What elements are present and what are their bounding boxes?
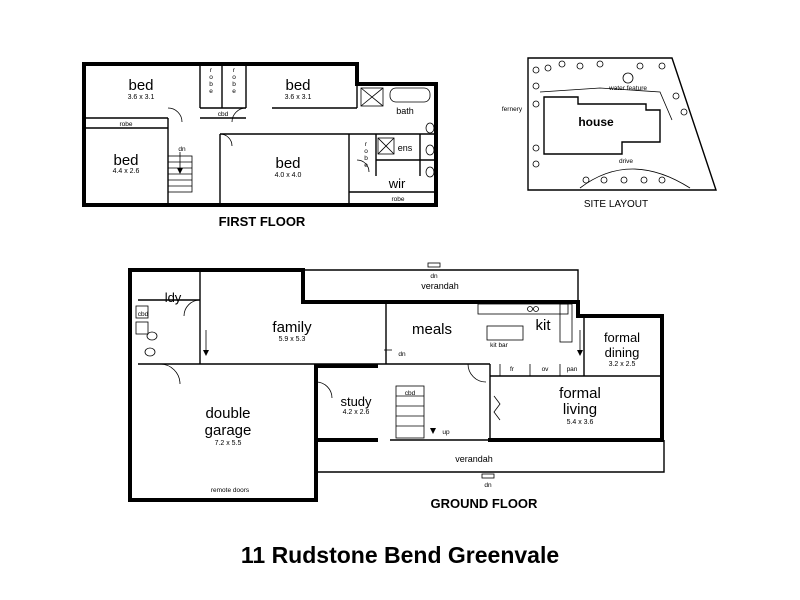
site-layout-plan: house water feature fernery drive SITE L… bbox=[502, 57, 717, 210]
room-formal-dining-dims: 3.2 x 2.5 bbox=[609, 361, 636, 368]
cbd-label-ldy: cbd bbox=[138, 311, 149, 318]
robe-label-wir: robe bbox=[391, 196, 404, 203]
first-floor-plan: bed 3.6 x 3.1 bed 3.6 x 3.1 bed 4.4 x 2.… bbox=[82, 62, 438, 229]
room-bed-4-name: bed bbox=[275, 155, 300, 172]
room-study-dims: 4.2 x 2.6 bbox=[343, 409, 370, 416]
up-label-stairs: up bbox=[442, 429, 450, 436]
first-floor-title: FIRST FLOOR bbox=[219, 214, 306, 229]
room-ldy-name: ldy bbox=[165, 290, 182, 305]
cbd-label-first-floor: cbd bbox=[218, 111, 229, 118]
room-study-name: study bbox=[340, 394, 372, 409]
room-bed-1-dims: 3.6 x 3.1 bbox=[128, 94, 155, 101]
room-bed-2-dims: 3.6 x 3.1 bbox=[285, 94, 312, 101]
fr-label: fr bbox=[510, 366, 515, 373]
site-fernery-label: fernery bbox=[502, 106, 523, 113]
ground-floor-stairs bbox=[395, 385, 436, 439]
kit-bar-label: kit bar bbox=[490, 342, 509, 349]
verandah-label-rear: verandah bbox=[421, 281, 459, 291]
room-ens-name: ens bbox=[398, 143, 413, 153]
property-address: 11 Rudstone Bend Greenvale bbox=[241, 542, 559, 568]
first-floor-stairs bbox=[167, 152, 193, 193]
site-drive-label: drive bbox=[619, 158, 633, 165]
dn-label-first-floor: dn bbox=[178, 146, 186, 153]
room-family-dims: 5.9 x 5.3 bbox=[279, 336, 306, 343]
room-bed-3-name: bed bbox=[113, 152, 138, 169]
room-bath-name: bath bbox=[396, 106, 414, 116]
room-meals-name: meals bbox=[412, 321, 452, 338]
cbd-label-stairs: cbd bbox=[405, 390, 416, 397]
dn-label-front: dn bbox=[484, 482, 492, 489]
room-bed-4-dims: 4.0 x 4.0 bbox=[275, 172, 302, 179]
ground-floor-title: GROUND FLOOR bbox=[431, 496, 538, 511]
verandah-label-front: verandah bbox=[455, 454, 493, 464]
site-water-feature-label: water feature bbox=[608, 85, 647, 92]
ov-label: ov bbox=[542, 366, 550, 373]
dn-label-rear: dn bbox=[430, 273, 438, 280]
house-footprint bbox=[543, 96, 661, 155]
dn-label-family: dn bbox=[398, 351, 406, 358]
room-bed-1-name: bed bbox=[128, 77, 153, 94]
site-house-label: house bbox=[578, 115, 614, 129]
remote-doors-label: remote doors bbox=[211, 487, 250, 494]
room-bed-3-dims: 4.4 x 2.6 bbox=[113, 168, 140, 175]
room-double-garage-dims: 7.2 x 5.5 bbox=[215, 440, 242, 447]
room-kit-name: kit bbox=[536, 317, 552, 334]
site-layout-title: SITE LAYOUT bbox=[584, 199, 648, 210]
robe-label-bed3: robe bbox=[119, 121, 132, 128]
pan-label: pan bbox=[567, 366, 578, 373]
room-formal-living-dims: 5.4 x 3.6 bbox=[567, 419, 594, 426]
room-wir-name: wir bbox=[388, 176, 406, 191]
room-bed-2-name: bed bbox=[285, 77, 310, 94]
kit-bar bbox=[486, 325, 524, 341]
site-trees bbox=[532, 60, 688, 184]
room-family-name: family bbox=[272, 319, 312, 336]
